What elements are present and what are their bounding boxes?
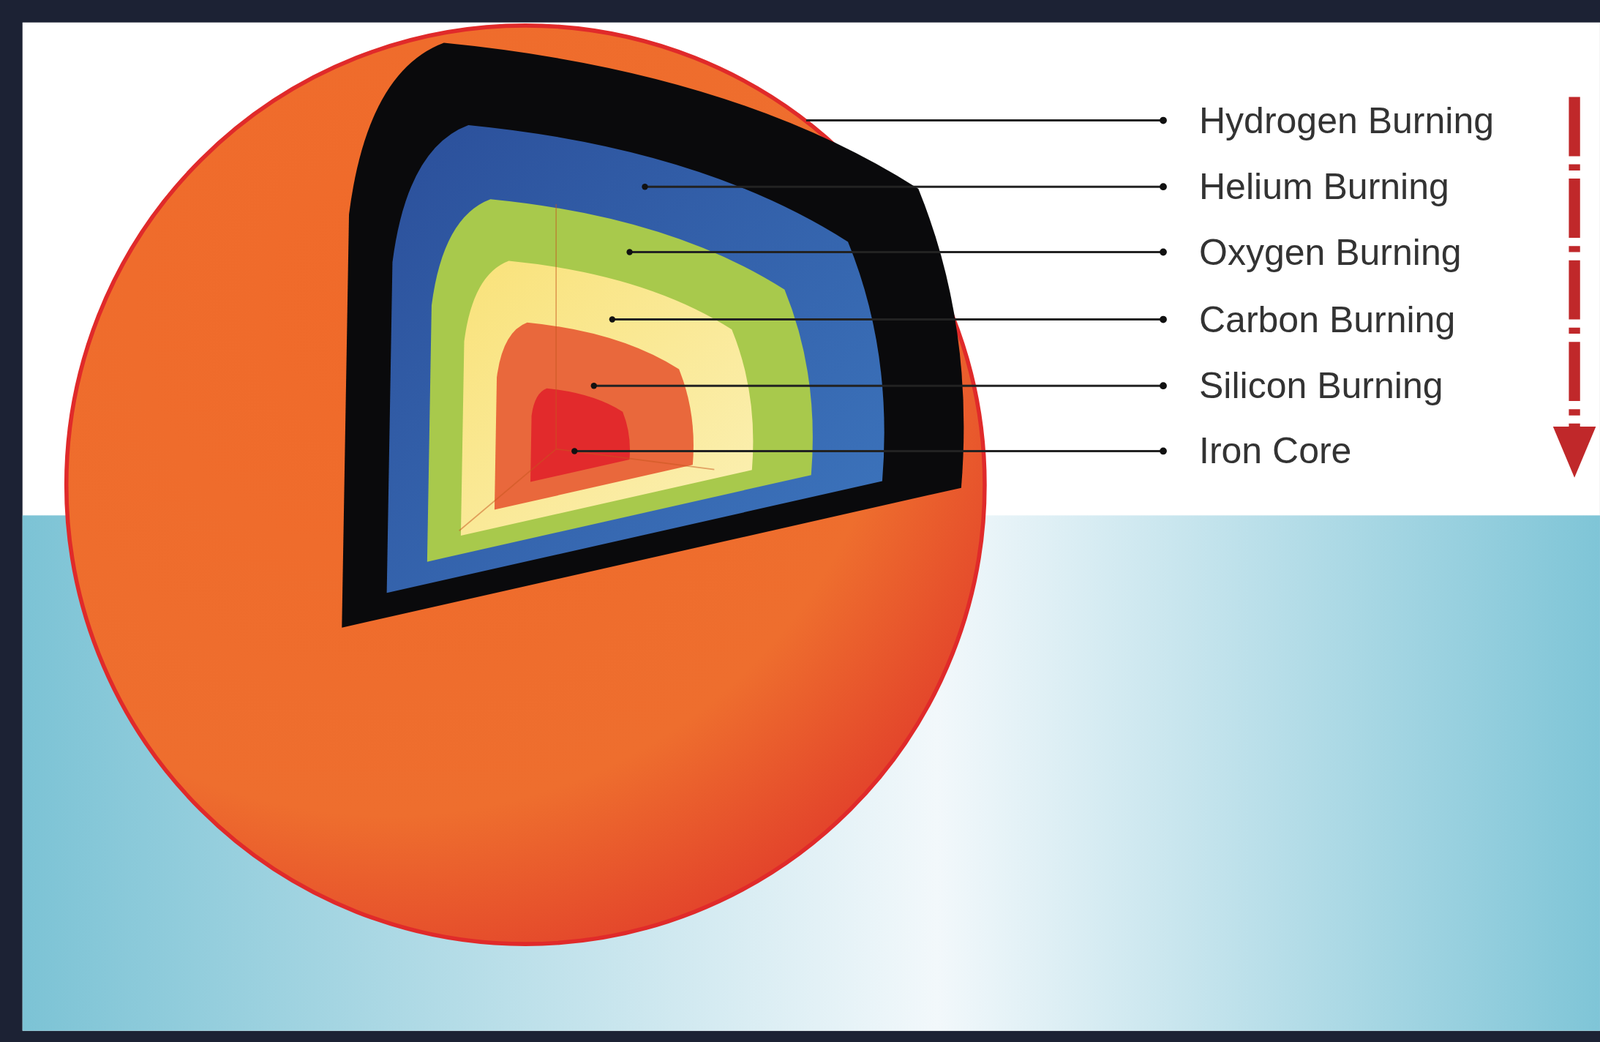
- layer-label: Carbon Burning: [1199, 297, 1456, 342]
- layer-label: Oxygen Burning: [1199, 230, 1462, 275]
- order-arrow: [1553, 96, 1597, 478]
- white-panel: [22, 22, 1600, 1031]
- star-sphere: [66, 25, 985, 944]
- layer-label: Iron Core: [1199, 428, 1352, 473]
- layer-label: Hydrogen Burning: [1199, 98, 1494, 143]
- star-layers: [341, 43, 964, 628]
- layer-label: Helium Burning: [1199, 164, 1450, 209]
- layer-label: Silicon Burning: [1199, 363, 1444, 408]
- leader-lines: [571, 117, 1167, 456]
